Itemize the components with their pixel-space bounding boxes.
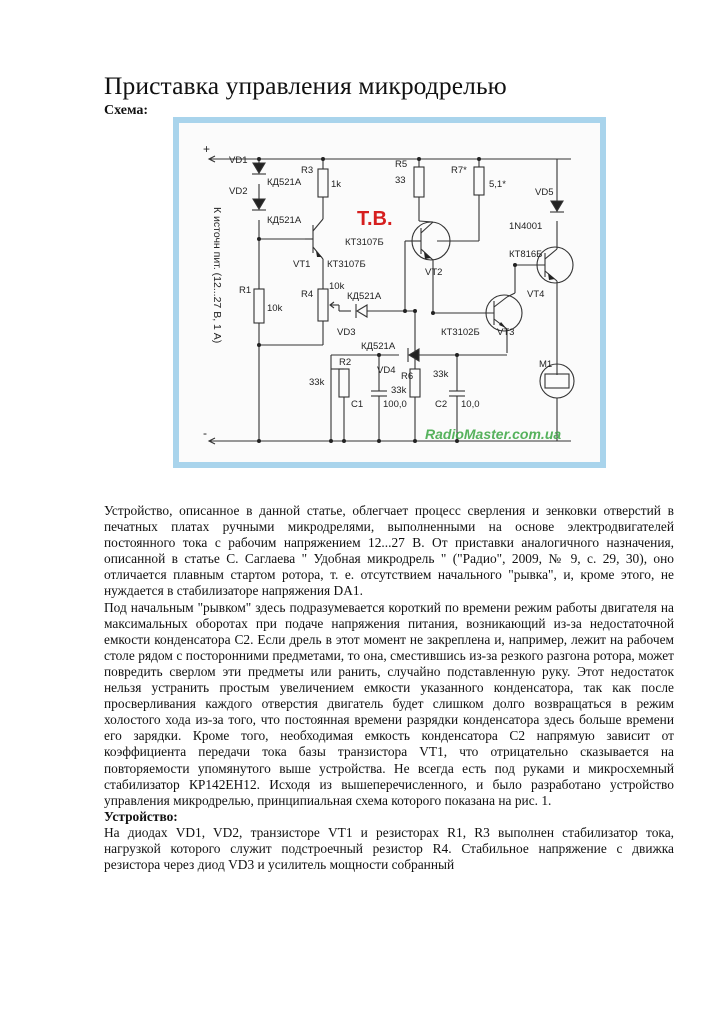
label-vd5-type: 1N4001: [509, 221, 542, 232]
label-r6-value: 33k: [391, 385, 407, 396]
circuit-schematic: Т.В. + - К источн пит. (12...27 В, 1 А) …: [173, 117, 606, 468]
label-vd3: VD3: [337, 327, 355, 338]
label-vt1-type: КТ3107Б: [345, 237, 384, 248]
paragraph-problem: Под начальным "рывком" здесь подразумева…: [104, 599, 674, 808]
label-r3-value: 1k: [331, 179, 341, 190]
label-r7-value: 5,1*: [489, 179, 506, 190]
rail-minus: -: [203, 426, 207, 440]
label-r4: R4: [301, 289, 313, 300]
label-vd5: VD5: [535, 187, 553, 198]
watermark: RadioMaster.com.ua: [425, 426, 561, 442]
label-vt3: VT3: [497, 327, 514, 338]
label-r1-value: 10k: [267, 303, 283, 314]
label-vt1-type-2: КТ3107Б: [327, 259, 366, 270]
schematic-heading: Схема:: [104, 103, 149, 118]
paragraph-device: На диодах VD1, VD2, транзисторе VT1 и ре…: [104, 824, 674, 873]
label-r2: R2: [339, 357, 351, 368]
label-c1-value: 100,0: [383, 399, 407, 410]
label-r3: R3: [301, 165, 313, 176]
paragraph-intro: Устройство, описанное в данной статье, о…: [104, 503, 674, 599]
label-vt2: VT2: [425, 267, 442, 278]
label-c2: C2: [435, 399, 447, 410]
label-vd3-type: КД521А: [347, 291, 382, 302]
label-vd2: VD2: [229, 186, 247, 197]
article-body: Устройство, описанное в данной статье, о…: [104, 503, 674, 873]
label-c2-value: 10,0: [461, 399, 480, 410]
section-heading-device: Устройство:: [104, 808, 178, 824]
label-r6: R6: [401, 371, 413, 382]
page-title: Приставка управления микродрелью: [104, 71, 507, 100]
label-vd2-type: КД521А: [267, 215, 302, 226]
monogram: Т.В.: [357, 208, 393, 230]
label-r5: R5: [395, 159, 407, 170]
label-vt4: VT4: [527, 289, 544, 300]
label-r6-value-2: 33k: [433, 369, 449, 380]
label-c1: C1: [351, 399, 363, 410]
label-m1: M1: [539, 359, 552, 370]
label-vt4-type: КТ816Б: [509, 249, 542, 260]
label-r7: R7*: [451, 165, 467, 176]
label-vd4-type: КД521А: [361, 341, 396, 352]
label-r5-value: 33: [395, 175, 406, 186]
label-vd4: VD4: [377, 365, 395, 376]
label-vt1: VT1: [293, 259, 310, 270]
label-vd1-type: КД521А: [267, 177, 302, 188]
rail-plus: +: [203, 142, 210, 156]
supply-note: К источн пит. (12...27 В, 1 А): [211, 207, 223, 343]
label-r4-value: 10k: [329, 281, 345, 292]
label-r2-value: 33k: [309, 377, 325, 388]
label-vd1: VD1: [229, 155, 247, 166]
label-vt3-type: КТ3102Б: [441, 327, 480, 338]
label-r1: R1: [239, 285, 251, 296]
